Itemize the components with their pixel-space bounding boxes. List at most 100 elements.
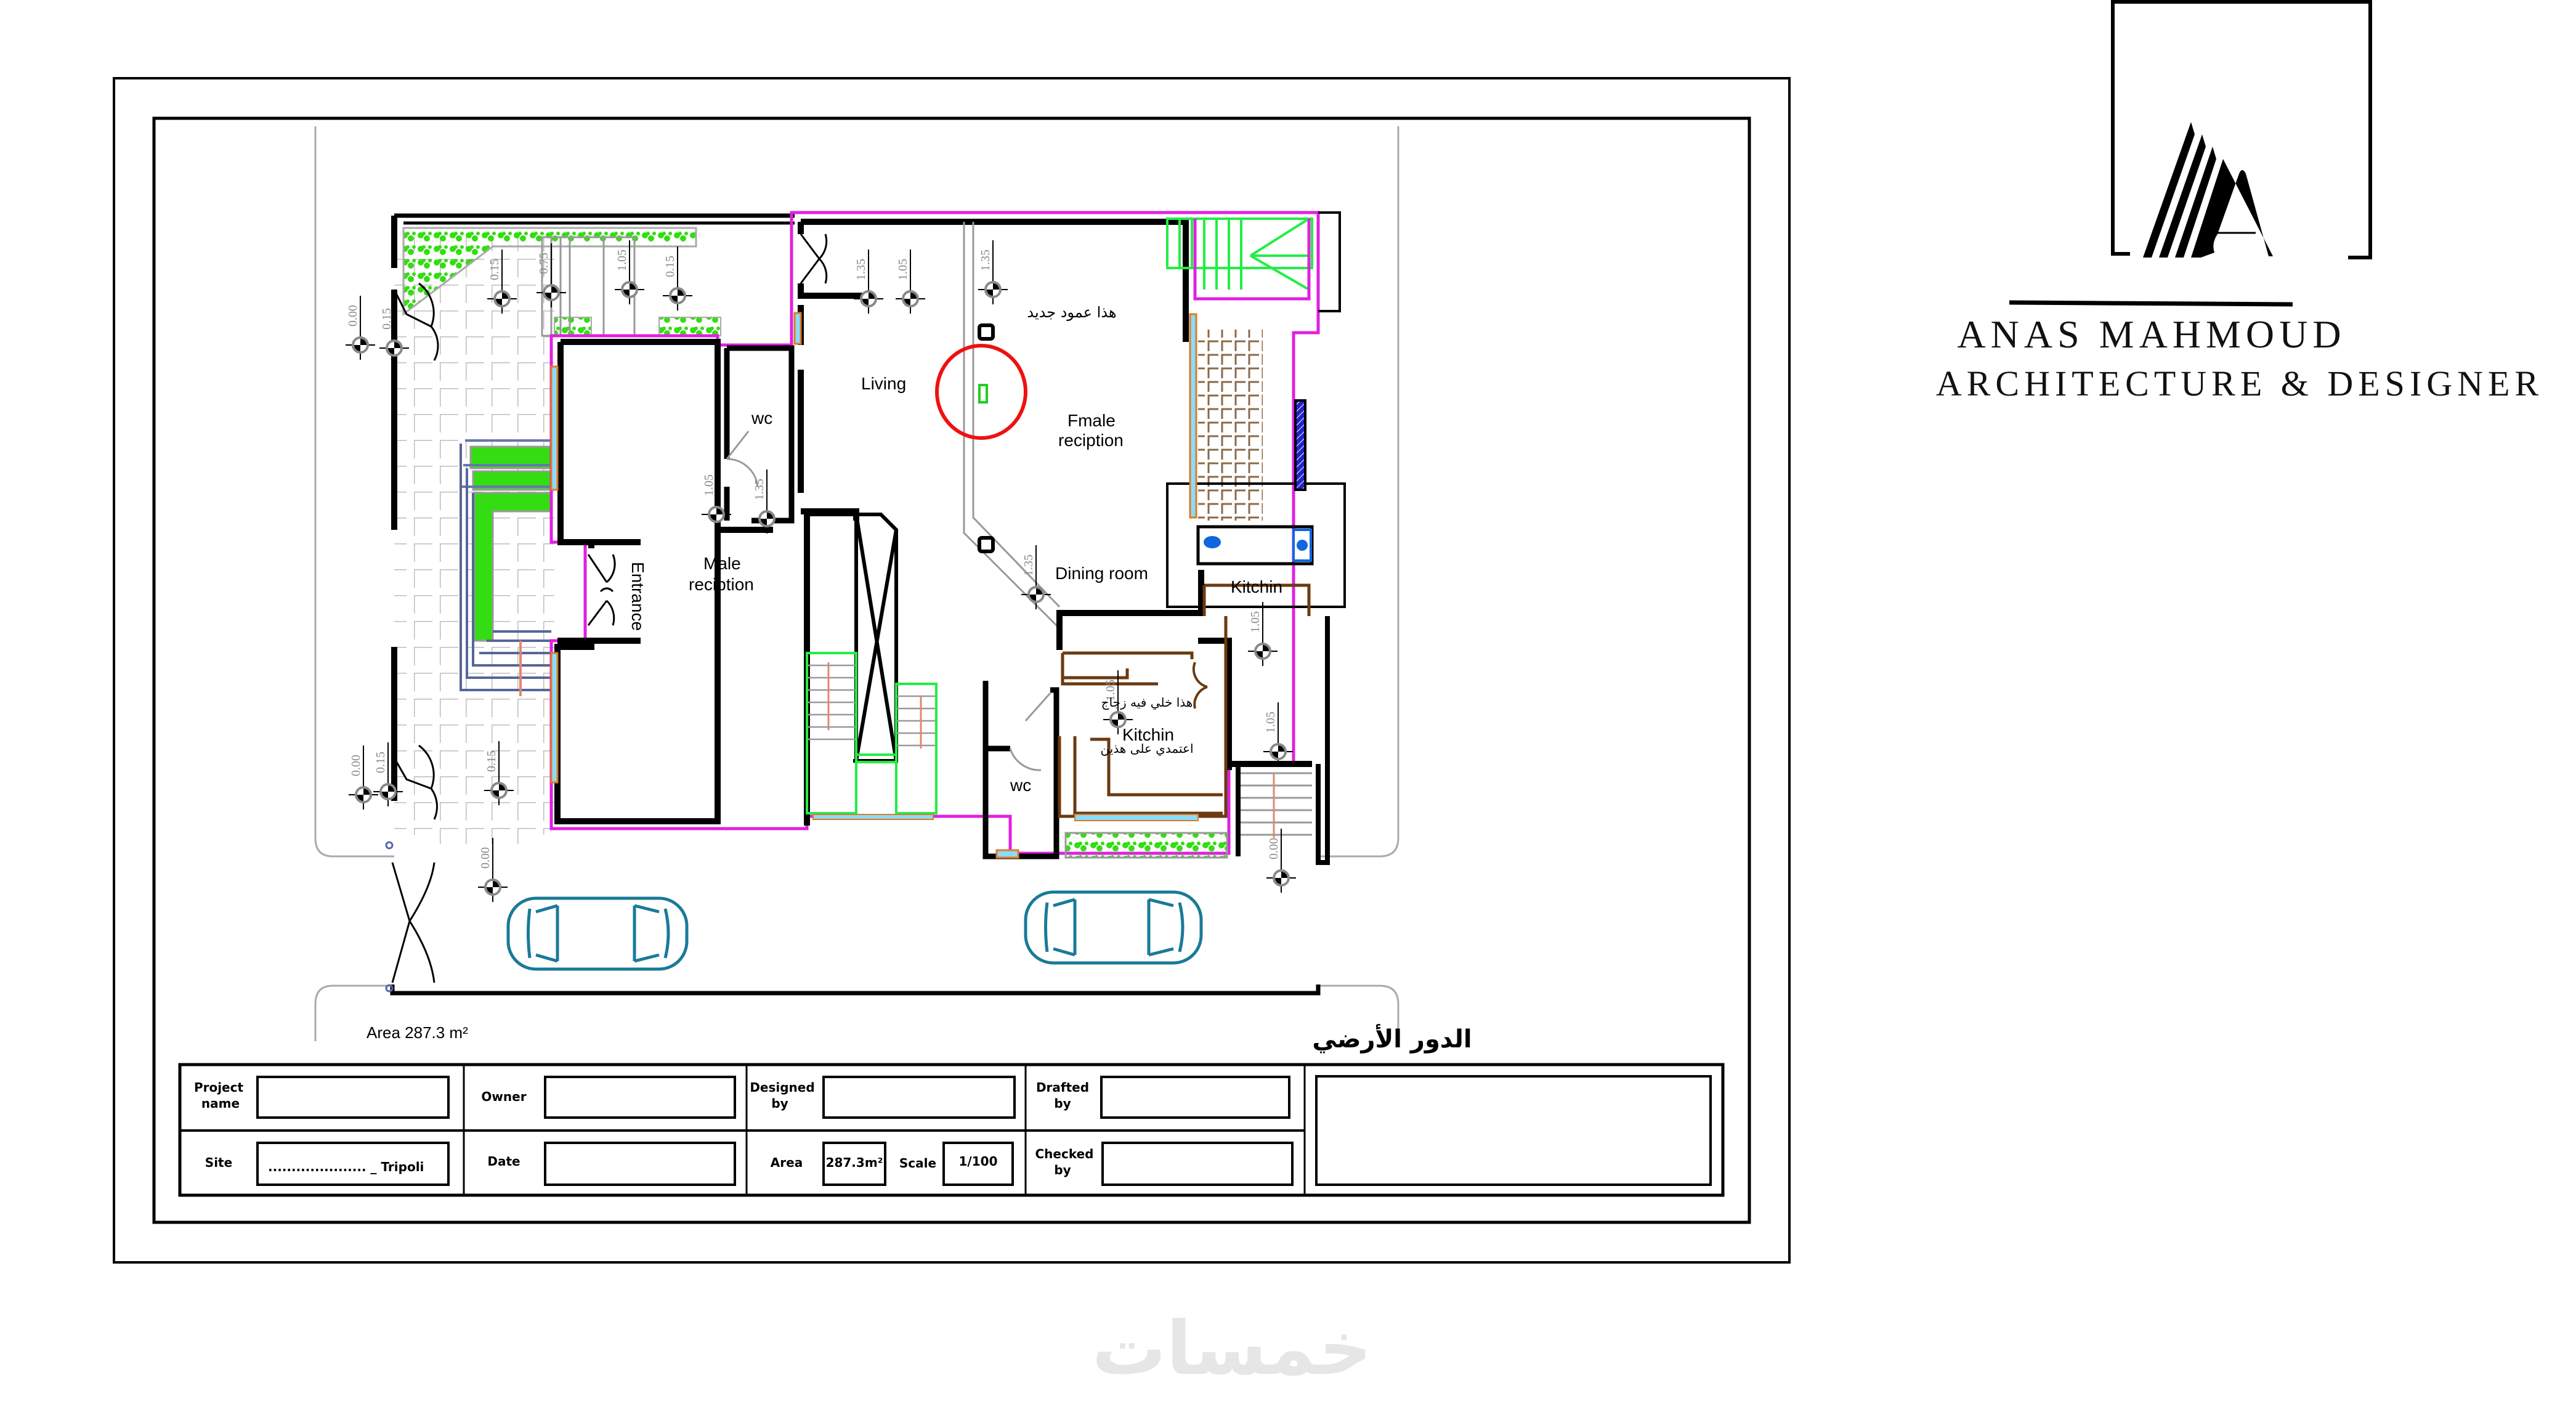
field-project-name[interactable]: Project name: [194, 1076, 450, 1119]
room-label-kitchen-small: Kitchin: [1231, 577, 1282, 596]
post-2: [385, 984, 394, 993]
field-owner[interactable]: Owner: [481, 1076, 736, 1119]
wc-right: [982, 681, 1059, 859]
label-scale: Scale: [899, 1156, 936, 1171]
post-1: [385, 841, 394, 850]
label-project-name: name: [201, 1096, 240, 1111]
elevation-marker: 1.35: [977, 239, 1009, 306]
stair-flights: [806, 652, 938, 814]
front-wall: [390, 985, 1321, 996]
boundary-line: [549, 211, 1320, 855]
value-area: 287.3m²: [826, 1155, 883, 1170]
elevation-value: 1.05: [1249, 611, 1262, 633]
terrace-tiles-east: [1198, 330, 1263, 521]
window-stair: [812, 814, 934, 820]
room-label-dining: Dining room: [1055, 564, 1148, 583]
title-block: Project name Owner Designed by Drafted b…: [178, 1063, 1725, 1197]
new-column: [978, 384, 988, 404]
planter-north: [402, 227, 697, 317]
planter-small-2: [658, 317, 721, 336]
elevation-marker: 1.05: [614, 239, 646, 306]
plan-title-ar: الدور الأرضي: [1312, 1023, 1472, 1054]
elevation-marker: 0.00: [347, 744, 379, 811]
elevation-value: 0.00: [346, 305, 360, 327]
brand-logo: [2009, 0, 2372, 307]
handrail: [1294, 399, 1306, 491]
label-designed-by: Designed: [750, 1080, 814, 1095]
elevation-value: 0.15: [374, 752, 387, 773]
area-label: Area 287.3 m²: [367, 1023, 468, 1042]
elevation-value: 1.35: [854, 259, 868, 280]
stair-core: [807, 513, 898, 763]
elevation-value: 0.15: [485, 750, 498, 772]
note-kitchen-glass: هذا خلي فيه زجاج: [1101, 695, 1193, 710]
site-boundary: [314, 126, 1399, 1041]
notes-box[interactable]: [1315, 1075, 1712, 1186]
small-wc: [1196, 525, 1314, 566]
outer-frame: [113, 77, 1791, 1264]
inner-frame: [152, 116, 1751, 1224]
elevation-marker: 1.05: [894, 248, 926, 315]
wc-left-door: [726, 431, 759, 487]
elevation-value: 1.35: [1022, 554, 1035, 576]
field-date[interactable]: Date: [487, 1142, 736, 1186]
label-owner: Owner: [481, 1089, 526, 1104]
wc-right-door: [1009, 692, 1051, 771]
elevation-value: 1.05: [1104, 680, 1117, 701]
dining-walls: [1056, 222, 1312, 770]
elevation-value: 1.05: [615, 250, 629, 271]
elevation-marker: 0.15: [486, 248, 518, 315]
toilet: [1204, 536, 1221, 548]
value-site: ..................... _ Tripoli: [268, 1159, 424, 1174]
label-drafted-by: Drafted: [1036, 1080, 1089, 1095]
upper-stairs: [1166, 217, 1313, 291]
room-label-wc-2: wc: [1010, 776, 1031, 795]
field-designed-by[interactable]: Designed by: [750, 1076, 1016, 1119]
window-living: [793, 312, 802, 345]
elevation-value: 1.05: [702, 474, 716, 496]
window-wc-right: [995, 849, 1019, 859]
elevation-value: 0.15: [663, 256, 677, 277]
note-kitchen-rely: اعتمدي على هذين: [1100, 741, 1193, 757]
elevation-marker: 0.00: [344, 294, 376, 361]
outline-box: [1166, 482, 1346, 608]
value-scale: 1/100: [959, 1154, 998, 1169]
entrance-doors: [587, 554, 616, 626]
label-site: Site: [205, 1155, 232, 1170]
field-drafted-by[interactable]: Drafted by: [1036, 1076, 1290, 1119]
elevation-marker: 0.15: [372, 741, 404, 808]
east-wall: [1236, 616, 1330, 865]
terrace-tiles-entry: [431, 807, 542, 844]
terrace-door-south: [393, 744, 438, 820]
field-checked-by[interactable]: Checked by: [1035, 1142, 1294, 1186]
car-right: [1024, 890, 1203, 965]
gate: [391, 862, 435, 983]
elevation-marker: 1.05: [700, 464, 732, 530]
east-stairs: [1238, 772, 1312, 836]
elevation-marker: 1.05: [1247, 601, 1279, 667]
elevation-marker: 0.00: [477, 837, 509, 903]
planter-south: [1064, 832, 1228, 859]
elevation-value: 0.15: [380, 308, 394, 330]
room-label-entrance: Entrance: [628, 562, 647, 631]
field-area[interactable]: Area 287.3m²: [771, 1142, 886, 1186]
room-label-female-2: reciption: [1058, 431, 1124, 450]
elevation-marker: 0.75: [535, 242, 567, 309]
stair-treads: [808, 664, 935, 747]
room-label-wc-1: wc: [751, 408, 772, 428]
window-male-west-2: [550, 652, 559, 784]
column-2: [978, 536, 995, 553]
elevation-marker: 0.15: [483, 740, 515, 806]
room-label-kitchen-main: Kitchin: [1122, 725, 1174, 744]
elevation-marker: 1.35: [853, 248, 885, 315]
field-scale[interactable]: Scale 1/100: [899, 1142, 1014, 1186]
room-label-female-1: Fmale: [1067, 411, 1116, 430]
window-kitchen: [1074, 814, 1199, 821]
label-checked-by-2: by: [1054, 1163, 1071, 1177]
kitchen-door: [1192, 662, 1208, 709]
upper-stair-frame: [1318, 211, 1341, 312]
field-site[interactable]: Site ..................... _ Tripoli: [205, 1142, 450, 1186]
highlight-circle: [935, 344, 1027, 440]
window-male-west: [550, 365, 559, 491]
